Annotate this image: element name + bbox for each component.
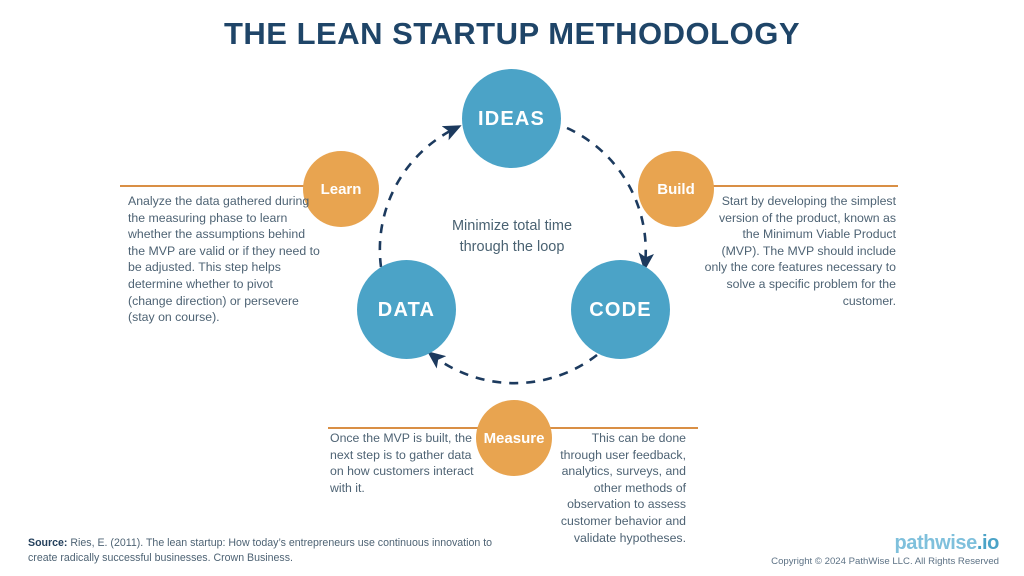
description-learn: Analyze the data gathered during the mea… — [128, 194, 320, 325]
loop-center-note: Minimize total time through the loop — [451, 218, 573, 255]
node-ideas[interactable]: IDEAS — [462, 69, 561, 168]
logo-name: pathwise — [894, 532, 977, 554]
logo-wordmark: pathwise.io — [771, 532, 999, 554]
connector-rule-measure-right — [540, 427, 698, 429]
page-title: THE LEAN STARTUP METHODOLOGY — [223, 16, 801, 51]
connector-rule-measure-left — [328, 427, 490, 429]
connector-rule-learn — [120, 185, 315, 187]
node-code-label: CODE — [589, 298, 652, 321]
description-measure-right: This can be done through user feedback, … — [560, 431, 686, 545]
node-measure-label: Measure — [483, 429, 545, 447]
node-data-label: DATA — [377, 298, 436, 321]
node-code[interactable]: CODE — [571, 260, 670, 359]
connector-rule-build — [702, 185, 898, 187]
node-learn[interactable]: Learn — [303, 151, 379, 227]
logo-tld: .io — [976, 532, 1000, 554]
node-measure[interactable]: Measure — [476, 400, 552, 476]
copyright-notice: Copyright © 2024 PathWise LLC. All Right… — [771, 556, 999, 567]
node-build-label: Build — [657, 180, 695, 198]
source-text: Ries, E. (2011). The lean startup: How t… — [28, 537, 493, 564]
arc-code-to-data — [427, 351, 598, 385]
node-build[interactable]: Build — [638, 151, 714, 227]
source-citation: Source: Ries, E. (2011). The lean startu… — [28, 536, 498, 565]
description-build: Start by developing the simplest version… — [704, 194, 896, 308]
brand-logo[interactable]: pathwise.io Copyright © 2024 PathWise LL… — [771, 532, 999, 567]
node-learn-label: Learn — [320, 180, 362, 198]
node-ideas-label: IDEAS — [477, 107, 546, 130]
description-measure-left: Once the MVP is built, the next step is … — [330, 431, 474, 495]
arc-ideas-to-code — [566, 126, 655, 272]
arc-data-to-ideas — [378, 125, 462, 268]
source-label: Source: — [28, 537, 68, 549]
node-data[interactable]: DATA — [357, 260, 456, 359]
